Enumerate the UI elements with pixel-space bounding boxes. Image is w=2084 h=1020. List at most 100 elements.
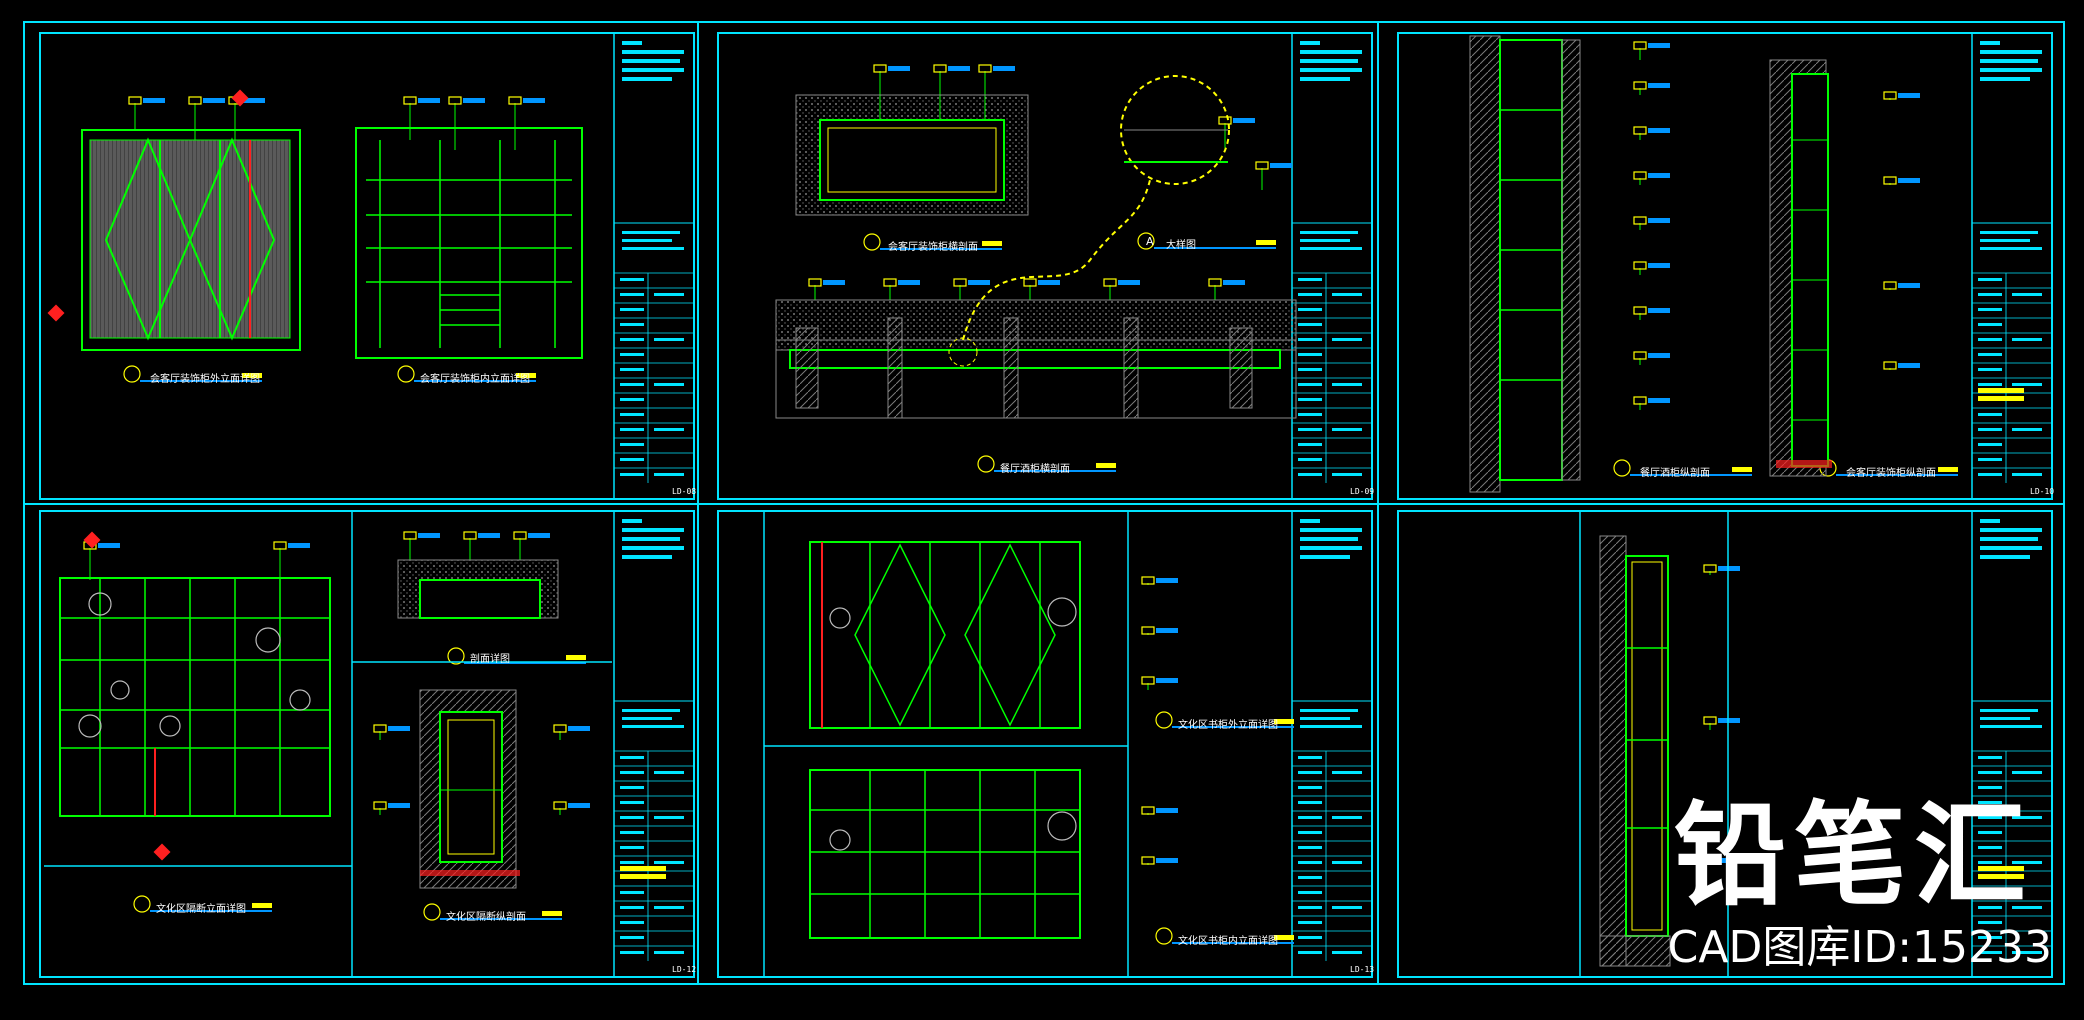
title-cell — [1332, 861, 1362, 864]
leader-tag — [1633, 81, 1647, 90]
title-cell — [1298, 876, 1322, 879]
leader-text — [568, 803, 590, 808]
title-cell — [2012, 816, 2042, 819]
title-block — [1291, 32, 1373, 500]
leader-tag — [933, 64, 947, 73]
title-cell — [620, 458, 644, 461]
title-cell — [620, 891, 644, 894]
leader-text — [1898, 93, 1920, 98]
title-cell — [1298, 473, 1322, 476]
title-bar — [1980, 555, 2030, 559]
leader-tag — [1883, 176, 1897, 185]
leader-tag — [1103, 278, 1117, 287]
title-cell — [1298, 891, 1322, 894]
leader-text — [418, 533, 440, 538]
title-cell — [1298, 786, 1322, 789]
title-cell — [1978, 861, 2002, 864]
title-cell — [620, 801, 644, 804]
label-bubble — [123, 365, 141, 383]
title-cell — [1332, 816, 1362, 819]
title-cell — [654, 338, 684, 341]
leader-text — [948, 66, 970, 71]
leader-text — [968, 280, 990, 285]
title-cell — [1298, 801, 1322, 804]
title-cell — [1978, 428, 2002, 431]
leader-tag — [373, 801, 387, 810]
title-cell — [1978, 771, 2002, 774]
title-cell — [1332, 383, 1362, 386]
title-cell — [1332, 338, 1362, 341]
title-cell — [1978, 278, 2002, 281]
title-bar — [1300, 68, 1362, 72]
title-cell — [2012, 951, 2042, 954]
title-cell — [1298, 846, 1322, 849]
title-bar — [1980, 77, 2030, 81]
title-cell — [620, 771, 644, 774]
leader-tag — [1633, 171, 1647, 180]
label-bubble — [863, 233, 881, 251]
title-cell — [620, 831, 644, 834]
label-scale — [252, 903, 272, 908]
leader-text — [1648, 218, 1670, 223]
title-cell — [2012, 906, 2042, 909]
title-bar — [1300, 717, 1350, 720]
leader-text — [1718, 718, 1740, 723]
title-cell — [1978, 831, 2002, 834]
leader-tag — [1703, 564, 1717, 573]
title-cell — [654, 293, 684, 296]
title-cell — [1978, 786, 2002, 789]
title-stamp — [1978, 396, 2024, 401]
title-cell — [1298, 831, 1322, 834]
sheet-numbers: LD-08 LD-09 LD-10 LD-12 LD-13 — [672, 487, 2054, 974]
drawing-labels: 会客厅装饰柜外立面详图 会客厅装饰柜内立面详图 会客厅装饰柜横剖面 大样图 餐厅… — [150, 235, 1936, 947]
leader-text — [888, 66, 910, 71]
leader-text — [1898, 363, 1920, 368]
title-bar — [1980, 247, 2042, 250]
leader-text — [523, 98, 545, 103]
title-cell — [1298, 383, 1322, 386]
label-bubble — [1155, 711, 1173, 729]
label-bubble — [447, 647, 465, 665]
title-cell — [1298, 921, 1322, 924]
leader-tag — [1141, 676, 1155, 685]
title-cell — [620, 383, 644, 386]
title-bar — [1980, 68, 2042, 72]
leader-text — [1718, 566, 1740, 571]
sheet-no-2: LD-09 — [1350, 487, 1374, 496]
title-cell — [654, 906, 684, 909]
title-bar — [622, 50, 684, 54]
title-bar — [1300, 709, 1358, 712]
title-cell — [620, 278, 644, 281]
title-stamp — [620, 874, 666, 879]
title-bar — [622, 231, 680, 234]
label-scale — [1096, 463, 1116, 468]
label-scale — [1256, 240, 1276, 245]
title-cell — [654, 816, 684, 819]
title-cell — [2012, 473, 2042, 476]
title-cell — [654, 951, 684, 954]
leader-tag — [373, 724, 387, 733]
label-s2-a: 会客厅装饰柜横剖面 — [888, 240, 978, 253]
title-bar — [1980, 725, 2042, 728]
sheet-no-1: LD-08 — [672, 487, 696, 496]
title-bar — [1980, 537, 2038, 541]
sheet-2-drawings — [775, 75, 1297, 419]
title-bar — [1980, 239, 2030, 242]
leader-tag — [463, 531, 477, 540]
label-s4-c: 文化区隔断纵剖面 — [446, 910, 526, 923]
leader-tag — [1703, 856, 1717, 865]
leader-tag — [1141, 856, 1155, 865]
leader-tag — [1633, 41, 1647, 50]
title-cell — [1298, 756, 1322, 759]
label-bubble — [1613, 459, 1631, 477]
leader-text — [243, 98, 265, 103]
leader-text — [388, 726, 410, 731]
title-cell — [2012, 293, 2042, 296]
label-scale — [242, 373, 262, 378]
leader-tag — [883, 278, 897, 287]
section-marker — [153, 843, 171, 861]
label-scale — [542, 911, 562, 916]
title-cell — [620, 428, 644, 431]
title-bar — [1300, 519, 1320, 523]
title-cell — [1298, 278, 1322, 281]
